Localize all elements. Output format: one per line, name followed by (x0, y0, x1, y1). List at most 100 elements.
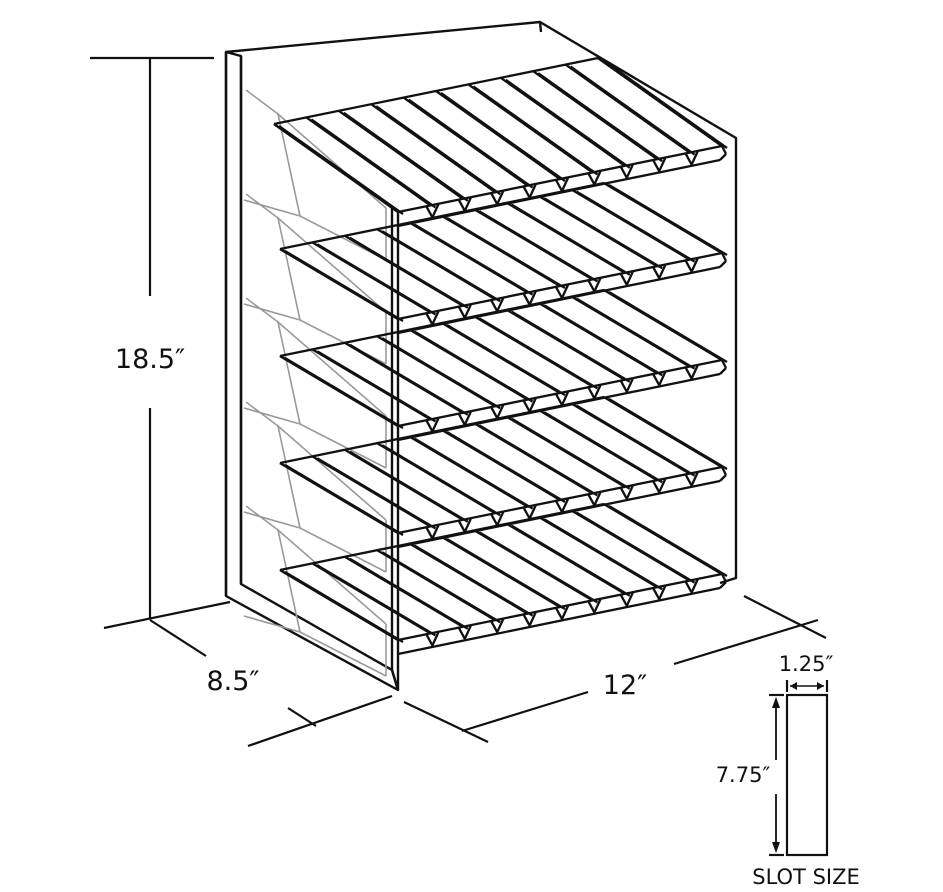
slot-divider-inner (310, 118, 437, 209)
slot-divider-inner (381, 551, 501, 624)
ghost-shelf-edge (277, 113, 301, 217)
slot-divider-inner (343, 111, 469, 202)
slot-divider (532, 70, 658, 161)
slot-divider-inner (414, 544, 534, 617)
slot-notch (684, 151, 699, 166)
ghost-shelf-edge (245, 89, 387, 209)
slot-notch (554, 605, 570, 621)
slot-divider-inner (511, 524, 631, 597)
slot-divider (467, 83, 594, 174)
shelf-lip-corner (720, 573, 728, 583)
slot-divider-inner (414, 223, 534, 296)
slot-notch (652, 264, 667, 280)
shelf-lip-corner (720, 359, 728, 369)
slot-notch (684, 365, 699, 380)
slot-divider-inner (284, 250, 404, 322)
shelf-lip-corner (720, 252, 728, 262)
slot-divider-inner (478, 210, 598, 283)
slot-divider-inner (543, 518, 663, 591)
width-dimension (403, 595, 827, 743)
ghost-shelf-edge (277, 217, 301, 321)
slot-notch (652, 157, 667, 173)
slot-divider-inner (543, 304, 663, 377)
slot-notch (652, 371, 667, 387)
slot-height-label: 7.75″ (716, 763, 771, 787)
slot-divider-inner (284, 357, 404, 429)
slot-divider-inner (440, 92, 566, 182)
slot-divider-inner (414, 330, 534, 403)
slot-divider-inner (316, 350, 436, 423)
shelf-lip-corner (719, 260, 727, 268)
slot-notch (619, 485, 634, 500)
ghost-shelf-edge (277, 529, 301, 633)
slot-notch (522, 612, 537, 627)
slot-divider-inner (381, 337, 501, 410)
slot-notch (457, 625, 472, 640)
slot-notch (619, 164, 634, 179)
slot-divider-inner (543, 411, 663, 484)
shelf-lip-corner (719, 474, 727, 482)
slot-divider-inner (446, 324, 566, 396)
slot-divider-inner (569, 65, 696, 156)
ghost-shelf-edge (277, 321, 301, 425)
front-edge (390, 208, 400, 690)
ghost-shelf (243, 297, 387, 469)
slot-divider (305, 116, 432, 207)
slot-divider-inner (375, 105, 501, 196)
slot-size-caption: SLOT SIZE (752, 865, 860, 889)
ghost-shelves (243, 89, 387, 677)
slot-divider-inner (478, 424, 598, 497)
slot-divider-inner (349, 450, 469, 523)
ghost-shelf-edge (245, 193, 387, 313)
slot-divider (564, 63, 691, 154)
slot-notch (652, 585, 667, 601)
slot-notch (587, 598, 602, 614)
slot-divider-inner (316, 564, 436, 637)
slot-notch (425, 631, 440, 647)
shelf-lip-corner (719, 367, 727, 375)
slot-divider-inner (608, 184, 728, 256)
slot-divider-inner (576, 511, 696, 584)
slot-divider-inner (576, 404, 696, 477)
slot-notch (490, 618, 505, 634)
slot-divider (338, 109, 464, 200)
slot-divider-inner (284, 571, 404, 643)
slot-notch (619, 592, 634, 607)
height-dimension (90, 56, 231, 630)
slot-divider-inner (381, 444, 501, 517)
slot-divider-inner (505, 78, 631, 169)
slot-width-label: 1.25″ (779, 652, 834, 676)
slot-divider-inner (608, 291, 728, 363)
back-panel (225, 20, 738, 585)
shelf-lip-corner (719, 581, 727, 589)
slot-divider-inner (381, 230, 501, 303)
slot-divider (370, 103, 496, 194)
slot-notch (619, 271, 634, 286)
slot-notch (684, 579, 699, 594)
shelf-lip-corner (720, 466, 728, 476)
width-label: 12″ (603, 670, 647, 701)
shelf-front-lip-lower (397, 586, 721, 656)
slot-divider-inner (511, 310, 631, 383)
slot-divider-inner (537, 72, 663, 163)
slot-divider-inner (278, 125, 404, 215)
slot-divider-inner (316, 243, 436, 316)
shelf (279, 181, 728, 335)
ghost-shelf-edge (277, 425, 301, 529)
slot-divider-inner (446, 538, 566, 610)
height-label: 18.5″ (115, 344, 185, 375)
slot-divider-inner (511, 417, 631, 490)
slot-divider (500, 76, 626, 167)
shelf-lip-corner (719, 153, 727, 161)
slot-notch (652, 478, 667, 494)
slot-size-inset (769, 680, 829, 857)
slot-divider-inner (414, 437, 534, 510)
slot-divider-inner (478, 317, 598, 390)
slot-divider-inner (576, 297, 696, 370)
depth-label: 8.5″ (206, 666, 259, 697)
slot-notch (619, 378, 634, 393)
slot-divider-inner (407, 98, 534, 189)
slot-divider-inner (543, 197, 663, 270)
depth-dimension (149, 619, 393, 748)
